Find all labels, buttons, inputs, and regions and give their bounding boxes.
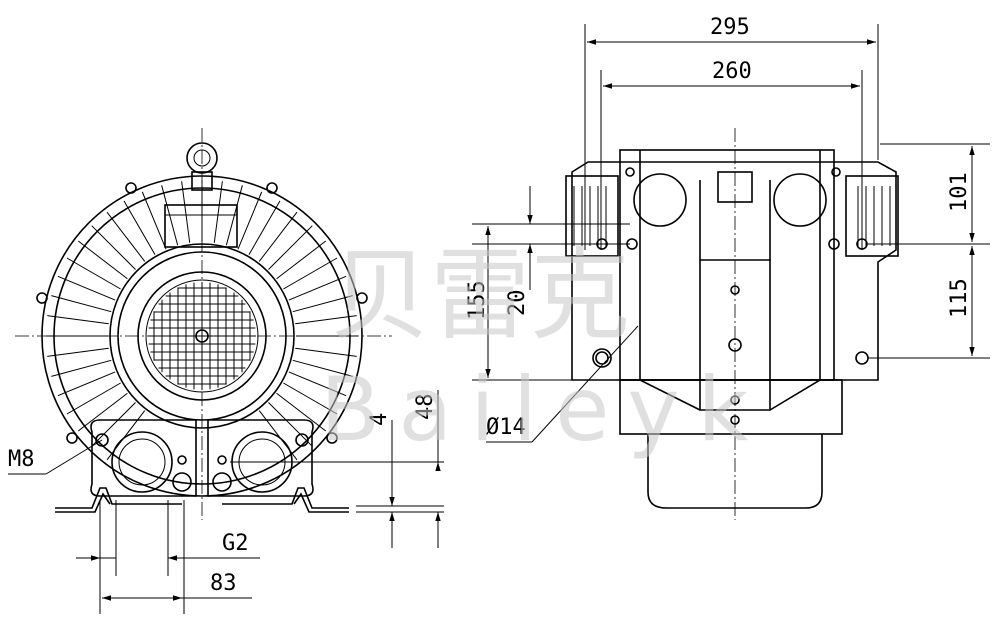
fin-line bbox=[292, 359, 353, 377]
front-view: M8 4 48 G2 83 bbox=[8, 128, 444, 614]
label-dia14: Ø14 bbox=[486, 415, 526, 440]
terminal-box bbox=[164, 204, 238, 248]
cooling-fins bbox=[46, 180, 358, 461]
motor-body bbox=[619, 379, 843, 435]
fin-line bbox=[57, 275, 116, 301]
fin-line bbox=[47, 315, 109, 325]
fin-line bbox=[213, 181, 223, 243]
motor-end bbox=[647, 434, 823, 509]
side-dimensions bbox=[472, 24, 990, 443]
fin-line bbox=[292, 295, 353, 313]
label-101: 101 bbox=[947, 172, 972, 212]
svg-text:Baileyk: Baileyk bbox=[320, 358, 766, 461]
mount-holes bbox=[595, 167, 869, 365]
label-20: 20 bbox=[505, 290, 530, 317]
fin-line bbox=[47, 347, 109, 357]
label-48: 48 bbox=[413, 394, 438, 421]
fin-line bbox=[66, 382, 121, 415]
label-295: 295 bbox=[710, 15, 750, 40]
side-view: 295 260 155 20 101 115 Ø14 bbox=[465, 15, 990, 520]
fin-line bbox=[106, 410, 146, 461]
fin-line bbox=[288, 371, 347, 397]
side-fins bbox=[565, 175, 899, 257]
fin-line bbox=[51, 295, 112, 313]
svg-text:贝雷克: 贝雷克 bbox=[330, 237, 630, 354]
mounting-feet bbox=[55, 487, 349, 513]
watermark: 贝雷克 Baileyk bbox=[320, 237, 766, 461]
outer-housing bbox=[41, 175, 363, 497]
fin-line bbox=[77, 392, 128, 432]
label-4: 4 bbox=[367, 413, 392, 426]
label-m8: M8 bbox=[8, 447, 35, 472]
fin-line bbox=[295, 315, 357, 325]
fin-line bbox=[91, 225, 136, 270]
fin-line bbox=[51, 359, 112, 377]
housing-bolts bbox=[36, 182, 368, 444]
fin-line bbox=[288, 275, 347, 301]
fin-line bbox=[276, 392, 327, 432]
label-83: 83 bbox=[210, 571, 237, 596]
label-g2: G2 bbox=[222, 531, 249, 556]
fin-line bbox=[123, 200, 156, 255]
fin-line bbox=[248, 200, 281, 255]
label-260: 260 bbox=[712, 59, 752, 84]
fin-line bbox=[181, 181, 191, 243]
front-dimensions bbox=[8, 390, 444, 614]
fin-line bbox=[91, 402, 136, 447]
fin-line bbox=[276, 240, 327, 280]
fin-line bbox=[268, 225, 313, 270]
label-155: 155 bbox=[465, 280, 490, 320]
fin-line bbox=[141, 191, 167, 250]
fin-line bbox=[283, 382, 338, 415]
fin-line bbox=[237, 191, 263, 250]
fan-grid bbox=[148, 282, 256, 390]
fin-line bbox=[106, 211, 146, 262]
fin-line bbox=[57, 371, 116, 397]
fin-line bbox=[77, 240, 128, 280]
fin-line bbox=[258, 211, 298, 262]
fin-line bbox=[258, 410, 298, 461]
fin-line bbox=[295, 347, 357, 357]
label-115: 115 bbox=[947, 278, 972, 318]
fin-line bbox=[66, 257, 121, 290]
motor-cover bbox=[117, 251, 287, 421]
fin-line bbox=[283, 257, 338, 290]
fin-line bbox=[268, 402, 313, 447]
